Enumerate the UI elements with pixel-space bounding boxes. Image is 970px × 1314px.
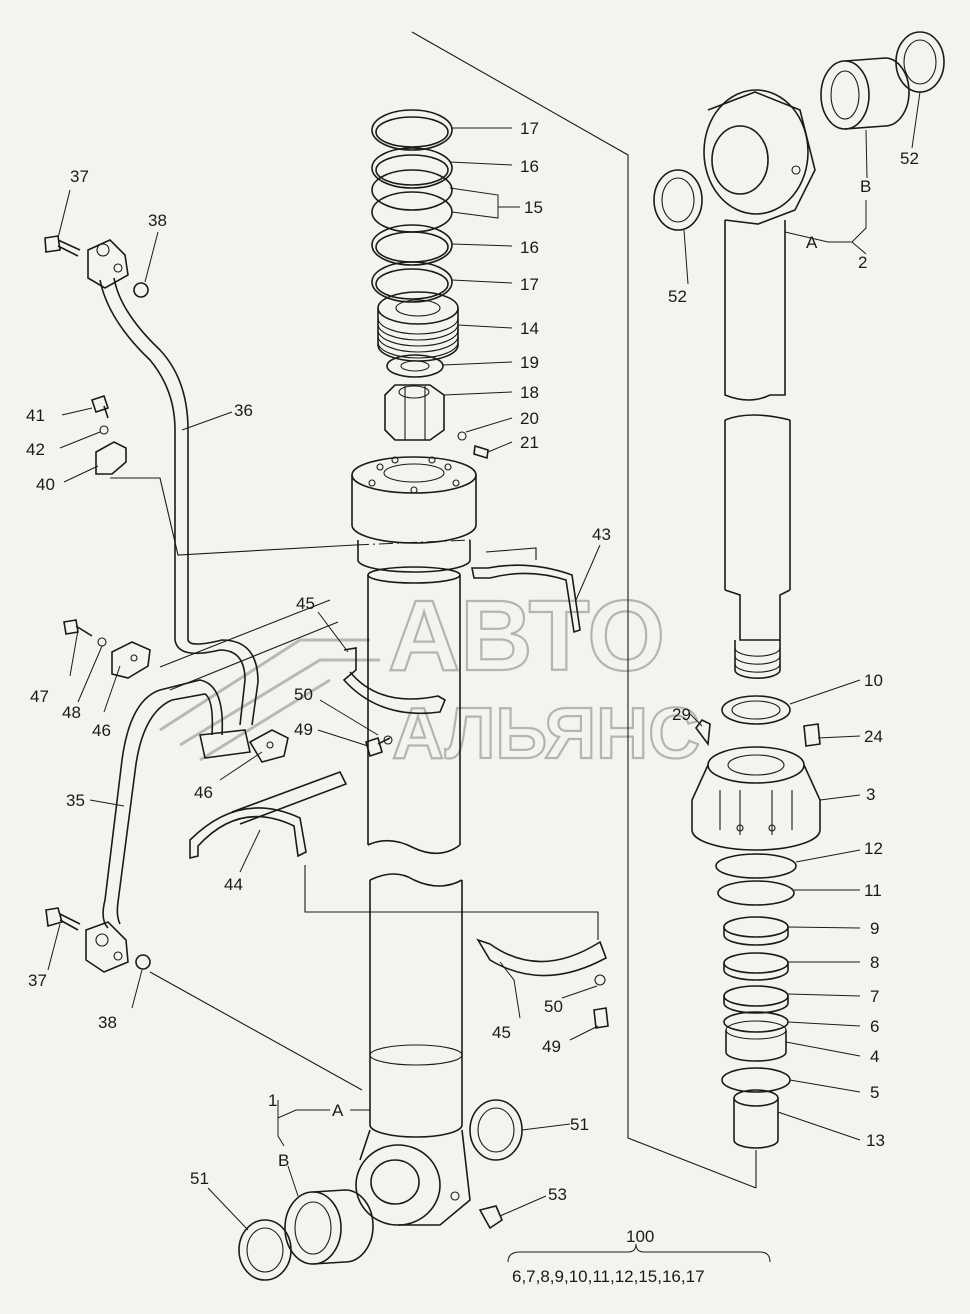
part-label-15: 15 — [524, 198, 543, 217]
part-label-53: 53 — [548, 1185, 567, 1204]
part-label-45-lower: 45 — [492, 1023, 511, 1042]
leader-lines — [47, 91, 921, 1263]
seal-stack — [371, 109, 489, 460]
part-label-38: 38 — [148, 211, 167, 230]
part-label-17: 17 — [520, 119, 539, 138]
part-label-a-upper: A — [806, 233, 818, 252]
part-label-b-upper: B — [860, 177, 871, 196]
part-label-38-lower: 38 — [98, 1013, 117, 1032]
part-label-51-lower: 51 — [190, 1169, 209, 1188]
part-label-50-lower: 50 — [544, 997, 563, 1016]
part-label-46-lower: 46 — [194, 783, 213, 802]
part-label-42: 42 — [26, 440, 45, 459]
part-label-41: 41 — [26, 406, 45, 425]
part-label-50: 50 — [294, 685, 313, 704]
part-label-52-lower: 52 — [668, 287, 687, 306]
part-label-14: 14 — [520, 319, 539, 338]
part-label-4: 4 — [870, 1047, 879, 1066]
part-label-19: 19 — [520, 353, 539, 372]
part-labels: 17 16 15 16 17 14 19 18 20 21 37 38 36 4… — [26, 119, 919, 1286]
part-label-5: 5 — [870, 1083, 879, 1102]
part-label-17-lower: 17 — [520, 275, 539, 294]
part-label-16: 16 — [520, 157, 539, 176]
part-label-1: 1 — [268, 1091, 277, 1110]
eye-bushings-lower — [238, 1099, 523, 1281]
part-label-a-lower: A — [332, 1101, 344, 1120]
kit-number-label: 100 — [626, 1227, 654, 1246]
part-label-20: 20 — [520, 409, 539, 428]
hydraulic-pipes — [44, 235, 259, 973]
part-label-16-lower: 16 — [520, 238, 539, 257]
cylinder-tube — [351, 456, 503, 1230]
piston-rod — [653, 31, 945, 679]
part-label-10: 10 — [864, 671, 883, 690]
part-label-44: 44 — [224, 875, 243, 894]
watermark-line-1: АВТО — [388, 580, 665, 692]
part-label-37-lower: 37 — [28, 971, 47, 990]
part-label-18: 18 — [520, 383, 539, 402]
part-label-52: 52 — [900, 149, 919, 168]
part-label-29: 29 — [672, 705, 691, 724]
part-label-3: 3 — [866, 785, 875, 804]
part-label-36: 36 — [234, 401, 253, 420]
group-boundary-line — [411, 31, 757, 1189]
part-label-b-lower: B — [278, 1151, 289, 1170]
tube-clamps — [189, 564, 609, 1029]
part-label-46: 46 — [92, 721, 111, 740]
part-label-48: 48 — [62, 703, 81, 722]
part-label-7: 7 — [870, 987, 879, 1006]
part-label-35: 35 — [66, 791, 85, 810]
cylinder-head-stack — [691, 695, 821, 1149]
part-label-49: 49 — [294, 720, 313, 739]
part-label-21: 21 — [520, 433, 539, 452]
part-label-40: 40 — [36, 475, 55, 494]
part-label-13: 13 — [866, 1131, 885, 1150]
part-label-6: 6 — [870, 1017, 879, 1036]
part-label-8: 8 — [870, 953, 879, 972]
kit-parts-list: 6,7,8,9,10,11,12,15,16,17 — [512, 1267, 705, 1286]
part-label-9: 9 — [870, 919, 879, 938]
part-label-43: 43 — [592, 525, 611, 544]
part-label-2: 2 — [858, 253, 867, 272]
assembly-lines — [110, 477, 599, 1091]
part-label-45: 45 — [296, 594, 315, 613]
watermark-line-2: АЛЬЯНС — [392, 694, 700, 774]
part-label-24: 24 — [864, 727, 883, 746]
part-label-37: 37 — [70, 167, 89, 186]
part-label-47: 47 — [30, 687, 49, 706]
part-label-49-lower: 49 — [542, 1037, 561, 1056]
part-label-11: 11 — [864, 881, 882, 900]
part-label-51: 51 — [570, 1115, 589, 1134]
part-label-12: 12 — [864, 839, 883, 858]
watermark: АВТО АЛЬЯНС — [159, 579, 701, 775]
